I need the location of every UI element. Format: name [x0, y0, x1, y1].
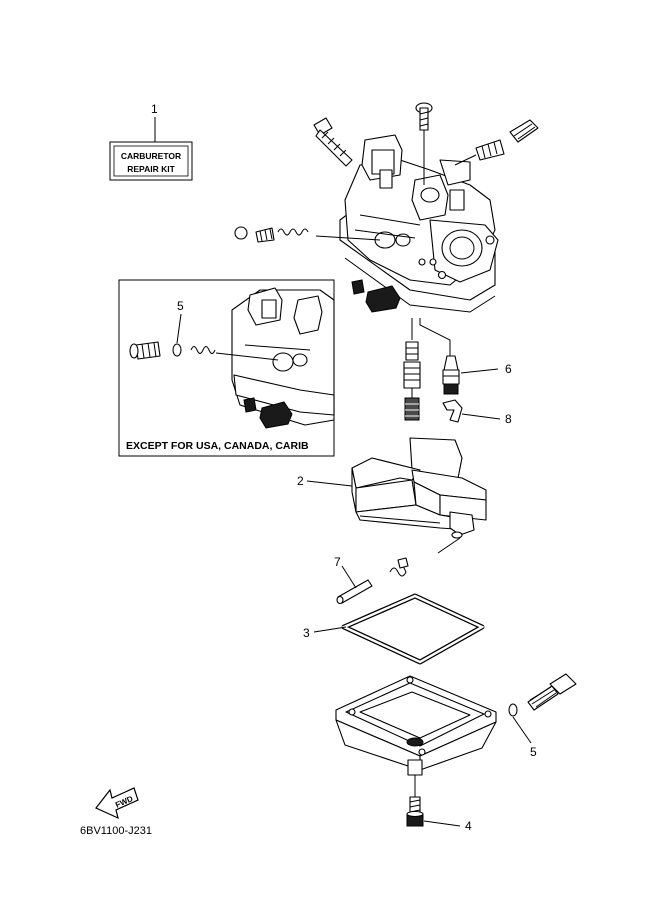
callout-float-pin: 7	[334, 555, 341, 569]
float-pin	[336, 579, 373, 605]
repair-kit-line2: REPAIR KIT	[127, 164, 175, 174]
leader-float-pin	[341, 565, 357, 589]
needle-clip	[442, 399, 463, 423]
float-spring	[389, 557, 409, 577]
leader-needle-valve	[460, 368, 499, 374]
callout-float: 2	[297, 474, 304, 488]
main-jet-assembly	[403, 318, 421, 421]
oring-main	[508, 703, 518, 717]
leader-oring-main	[512, 716, 532, 744]
callout-needle-valve: 6	[505, 362, 512, 376]
callout-clip: 8	[505, 412, 512, 426]
callout-gasket: 3	[303, 626, 310, 640]
callout-drain-screw: 4	[465, 819, 472, 833]
callout-kit: 1	[151, 102, 158, 116]
inset-panel: 5 EXCEPT FOR USA, CANADA, CARIB	[118, 279, 335, 457]
inset-caption: EXCEPT FOR USA, CANADA, CARIB	[126, 440, 309, 452]
fwd-arrow-icon: FWD	[95, 787, 139, 820]
leader-float	[306, 480, 353, 487]
pilot-screw-main	[234, 226, 381, 243]
float	[351, 437, 487, 554]
repair-kit-line1: CARBURETOR	[121, 151, 181, 161]
top-screw-center	[415, 102, 433, 185]
drain-screw	[406, 775, 424, 827]
leader-gasket	[313, 626, 347, 633]
carburetor-body	[339, 134, 499, 313]
leader-clip	[461, 413, 501, 420]
needle-valve	[419, 318, 460, 395]
callout-oring-main: 5	[530, 745, 537, 759]
throttle-stop-screw	[454, 119, 539, 166]
leader-oring-inset	[176, 313, 182, 344]
top-screw-left	[313, 117, 353, 167]
float-chamber	[335, 675, 497, 776]
float-chamber-gasket	[341, 593, 485, 665]
callout-oring-inset: 5	[177, 299, 184, 313]
repair-kit-label: CARBURETOR REPAIR KIT	[109, 141, 193, 181]
leader-drain-screw	[423, 820, 461, 827]
drawing-code: 6BV1100-J231	[80, 825, 152, 837]
drain-screw-side	[527, 673, 577, 711]
